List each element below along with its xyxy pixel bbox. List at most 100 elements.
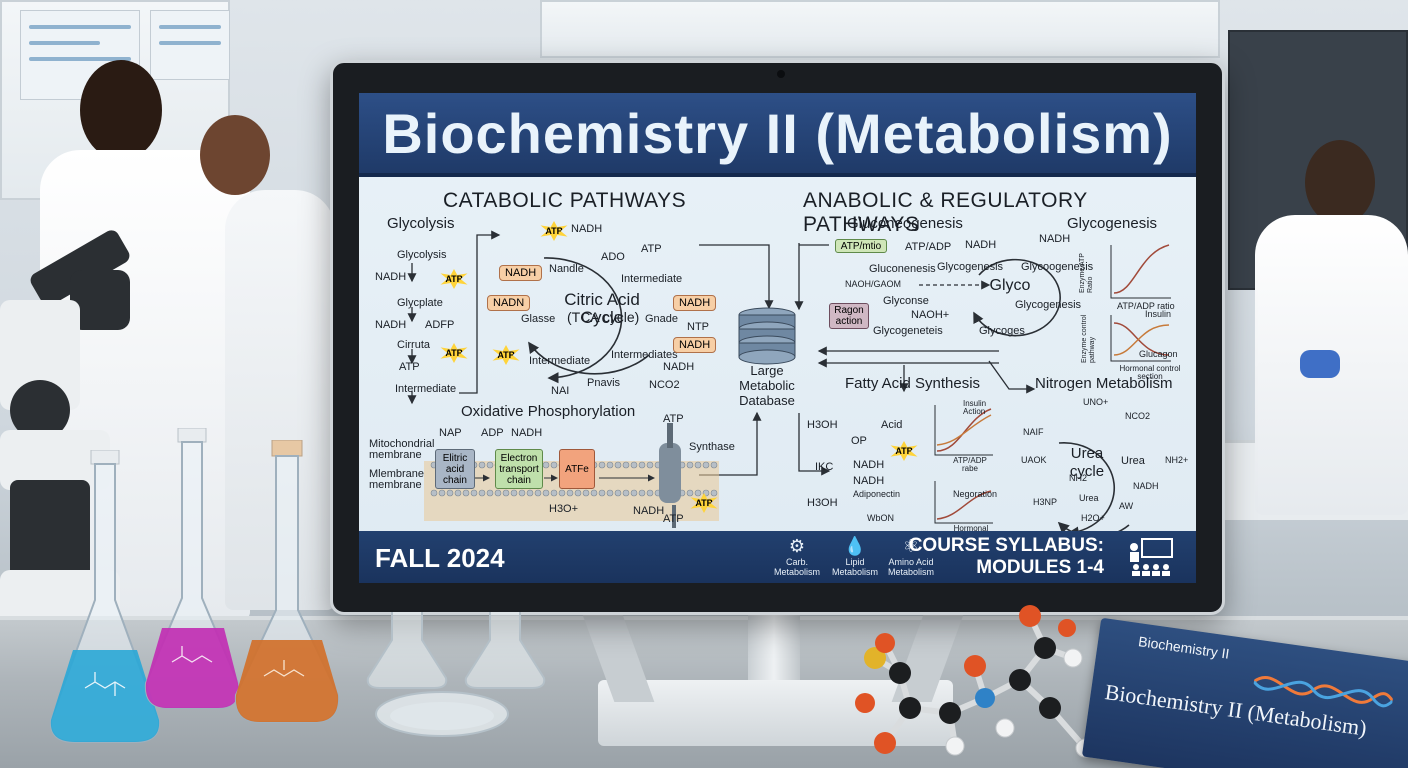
fatty-graph-label: Insulin [963, 399, 987, 408]
nitrogen-label: NH2 [1069, 473, 1088, 483]
graph-label: Enzyme control pathway [1081, 314, 1096, 363]
gluconeogenesis-label: Glycogeneteis [873, 325, 943, 337]
footer-icon-label: Lipid Metabolism [831, 557, 878, 577]
dna-helix-icon [1252, 675, 1394, 708]
tca-label: Gnade [645, 313, 679, 325]
graph-label: Hormonal control section [1119, 364, 1181, 381]
carbohydrate-molecule-icon: ⚙Carb. Metabolism [773, 536, 820, 577]
oxphos-label: NADH [511, 427, 543, 439]
pathway-arrows [407, 230, 1171, 538]
oxphos-label: Synthase [689, 441, 735, 453]
tca-subtitle: (TCA cycle) [567, 309, 640, 325]
tca-label: Intermediate [621, 273, 683, 285]
gluconeogenesis-label: NAOH+ [911, 309, 950, 321]
fatty-acid-title: Fatty Acid Synthesis [845, 375, 981, 392]
nadh-pill: NADH [499, 265, 543, 281]
glycolysis-label: ATP [399, 361, 420, 373]
orange-flask [234, 440, 340, 723]
fatty-acid-label: IKC [815, 461, 834, 473]
nadh-pill: NADH [673, 337, 717, 353]
catabolic-heading: CATABOLIC PATHWAYS [443, 189, 687, 212]
blue-flask [49, 450, 161, 743]
book-cover-top: Biochemistry II [1137, 633, 1231, 662]
background-window-top [540, 0, 1220, 58]
nitrogen-label: H2O+ [1081, 513, 1105, 523]
syllabus-line1: COURSE SYLLABUS: [908, 535, 1104, 556]
nitrogen-label: NH2+ [1165, 455, 1189, 465]
nitrogen-label: UAOK [1021, 455, 1047, 465]
glycogenesis-label: Glycogenesis [1015, 299, 1082, 311]
tca-label: NADH [571, 223, 603, 235]
gluconeogenesis-label: Glyconse [883, 295, 929, 307]
nitrogen-label: NCO2 [1125, 411, 1151, 421]
nitrogen-label: Urea [1121, 455, 1145, 467]
atp-enzyme-box: ATFe [559, 449, 595, 489]
glycolysis-label: Intermediate [395, 383, 457, 395]
slide-footer: FALL 2024 ⚙Carb. Metabolism 💧Lipid Metab… [359, 531, 1196, 583]
magenta-flask [144, 428, 240, 709]
graph-label: Insulin [1145, 309, 1172, 319]
monitor-stand [748, 612, 800, 692]
nadh-pill: NADN [487, 295, 531, 311]
glycogenesis-label: Glycoogenesis [1021, 261, 1094, 273]
empty-flask [366, 612, 448, 689]
oxphos-label: Mlembrane membrane [369, 468, 425, 491]
electron-chain-box: Elitric acid chain [435, 449, 475, 489]
database-icon [738, 307, 796, 365]
oxphos-label: NADH [633, 505, 665, 517]
tca-label: NCO2 [649, 379, 680, 391]
tca-label: NAI [551, 385, 570, 397]
gluconeogenesis-title: Gluconeogenesis [847, 215, 963, 232]
empty-flask [464, 612, 546, 689]
nitrogen-label: AW [1119, 501, 1134, 511]
glycolysis-label: Glycplate [397, 297, 443, 309]
fatty-acid-label: WbON [867, 513, 894, 523]
nitrogen-title: Nitrogen Metabolism [1035, 375, 1173, 392]
glycolysis-label: Glycolysis [397, 249, 447, 261]
atp-ratio-tag: ATP/mtio [835, 239, 887, 253]
tca-label: ATP [641, 243, 662, 255]
anabolic-heading: ANABOLIC & REGULATORY PATHWAYS [803, 189, 1088, 236]
term-label: FALL 2024 [375, 543, 505, 573]
oxphos-label: NAP [439, 427, 462, 439]
nitrogen-label: NAIF [1023, 427, 1044, 437]
footer-icon-label: Carb. Metabolism [773, 557, 820, 577]
fatty-acid-label: NADH [853, 459, 885, 471]
gluconeogenesis-label: NADH [965, 239, 997, 251]
fatty-acid-label: H3OH [807, 419, 838, 431]
tca-label: Pnavis [587, 377, 621, 389]
tca-label: Intermediates [611, 349, 678, 361]
oxphos-label: Mitochondrial membrane [369, 438, 435, 461]
fatty-graph-label: ATP/ADP rabe [953, 456, 987, 473]
oxphos-label: ATP [663, 413, 684, 425]
fatty-graph-label: Action [963, 407, 986, 416]
slide-title-bar: Biochemistry II (Metabolism) [359, 93, 1196, 177]
syllabus-line2: MODULES 1-4 [976, 557, 1104, 578]
tca-label: Nandle [549, 263, 584, 275]
gluconeogenesis-label: Gluconenesis [869, 263, 936, 275]
tca-label: ADO [601, 251, 625, 263]
electron-transport-box: Electron transport chain [495, 449, 543, 489]
glycogenesis-title: Glycogenesis [1067, 215, 1158, 232]
graph-label: ATP/ADP ratio [1117, 301, 1175, 311]
textbook: Biochemistry II Biochemistry II (Metabol… [1081, 617, 1408, 768]
webcam [777, 70, 785, 78]
tca-label: Glasse [521, 313, 556, 325]
background-poster [20, 10, 140, 100]
graph-label: Glucagon [1139, 349, 1178, 359]
nitrogen-label: H3NP [1033, 497, 1058, 507]
monitor: Biochemistry II (Metabolism) [330, 60, 1225, 615]
glyco-center-label: Glyco [989, 277, 1031, 294]
molecular-model [855, 605, 1095, 758]
nitrogen-label: NADH [1133, 481, 1159, 491]
graph-label: Enzyme ATP Ratio [1079, 253, 1094, 293]
gluconeogenesis-label: ATP/ADP [905, 241, 952, 253]
fatty-acid-label: OP [851, 435, 867, 447]
syllabus-label: COURSE SYLLABUS: MODULES 1-4 [909, 535, 1104, 579]
hormone-action-tag: Ragon action [829, 303, 869, 329]
database-label: Large Metabolic Database [739, 363, 795, 408]
background-poster [150, 10, 230, 80]
glycolysis-title: Glycolysis [387, 215, 455, 232]
nadh-pill: NADH [673, 295, 717, 311]
fatty-acid-label: Acid [881, 419, 903, 431]
